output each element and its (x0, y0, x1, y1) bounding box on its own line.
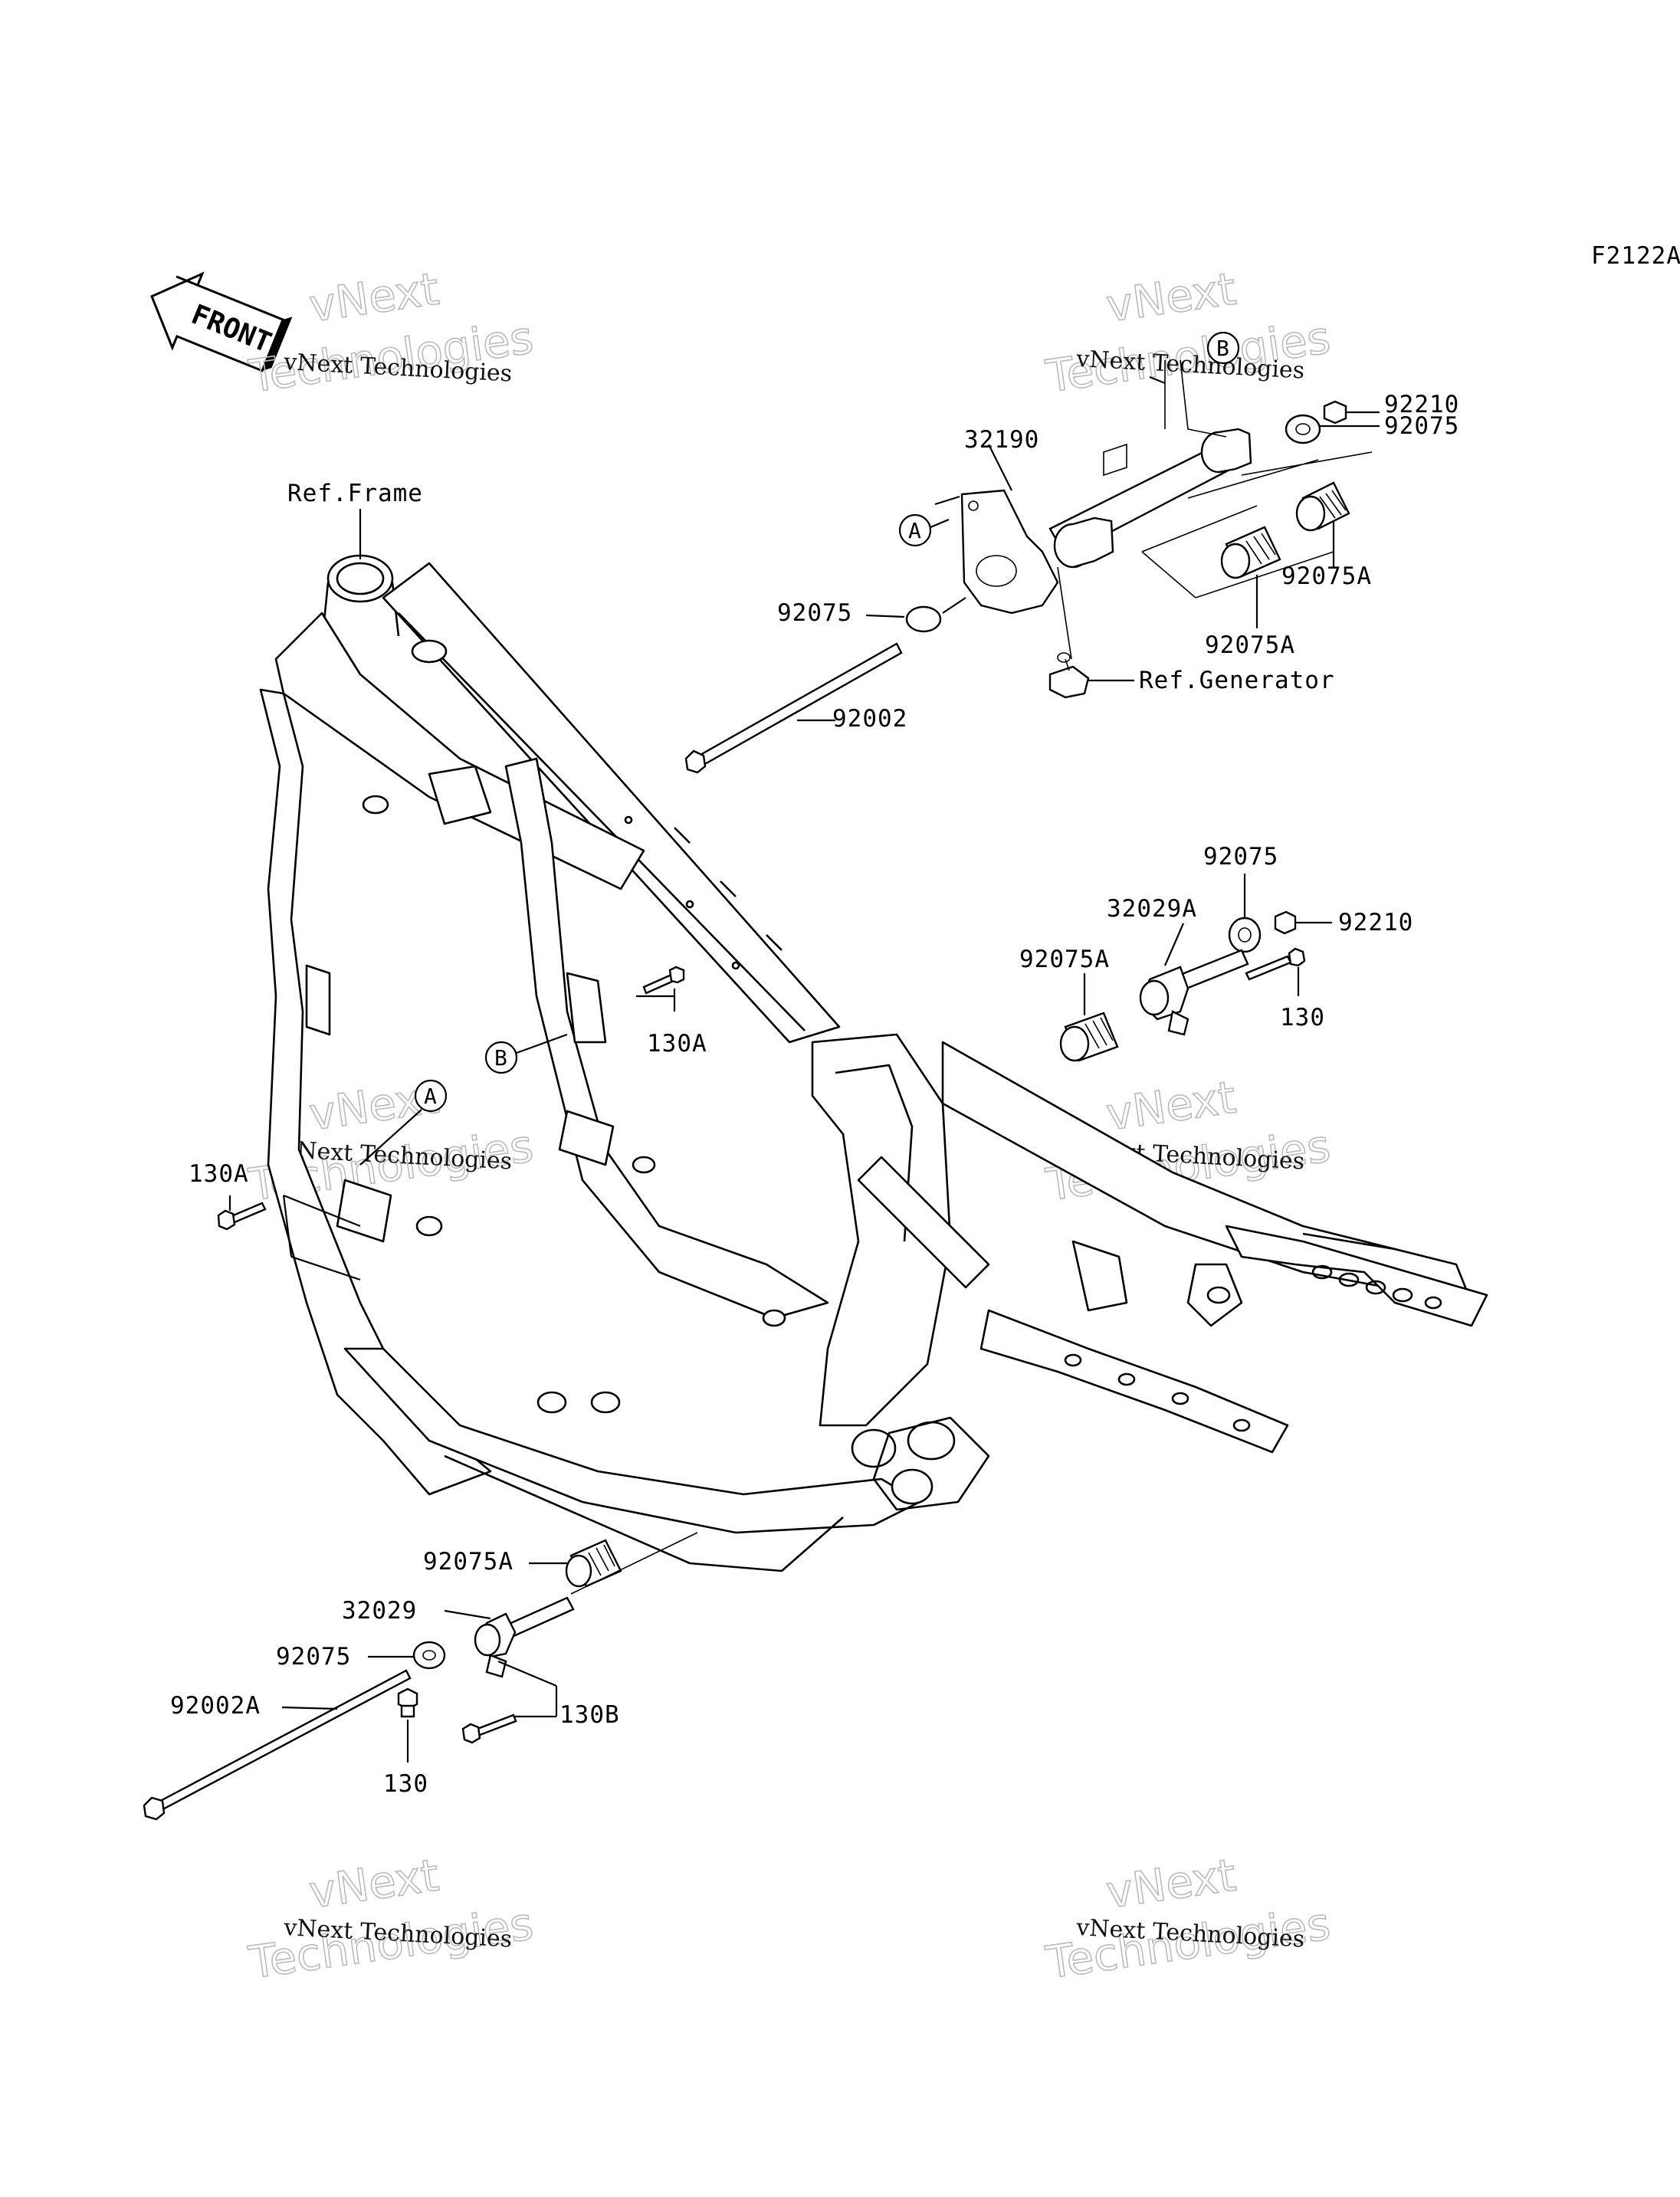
svg-text:vNext: vNext (1103, 1849, 1239, 1919)
callout-a-left: A (359, 1079, 448, 1166)
label-130A-mid: 130A (647, 1030, 707, 1058)
label-92210-mid: 92210 (1338, 909, 1413, 936)
label-92075-top-left: 92075 (777, 599, 852, 627)
rubber-bushing-icon (1295, 481, 1350, 532)
bolt-130A-mid (642, 966, 685, 995)
bolt-130A-left (217, 1202, 267, 1231)
callout-b-mid: B (484, 1033, 568, 1074)
label-92210-top: 92210 (1384, 391, 1459, 418)
label-92075-mid: 92075 (1203, 843, 1278, 871)
watermark-bottom-left: vNext Technologies (245, 1848, 537, 1989)
motorcycle-frame (259, 554, 1488, 1572)
svg-text:vNext: vNext (1103, 1071, 1239, 1141)
watermark-bottom-right: vNext Technologies (1042, 1848, 1334, 1989)
label-92002A: 92002A (170, 1692, 261, 1720)
svg-text:vNext: vNext (306, 263, 441, 333)
callout-b-top: B (1206, 331, 1240, 365)
svg-text:A: A (908, 518, 921, 543)
label-130B: 130B (559, 1701, 620, 1729)
leader-lines-left (228, 1194, 361, 1281)
bottom-engine-mount-32029 (143, 1532, 698, 1821)
rubber-bushing-icon (1220, 526, 1281, 579)
figure-code: F2122A (1591, 242, 1680, 270)
label-ref-generator: Ref.Generator (1139, 667, 1335, 694)
svg-text:vNext: vNext (1103, 263, 1239, 333)
leader-lines-top (797, 375, 1380, 722)
rubber-bushing-icon (1059, 1012, 1119, 1062)
label-92075A-bottom: 92075A (423, 1548, 514, 1576)
label-130-mid: 130 (1280, 1004, 1325, 1031)
top-engine-mount-32190 (684, 359, 1373, 774)
label-32029: 32029 (342, 1597, 417, 1625)
label-92075A-top-mid: 92075A (1205, 631, 1295, 659)
svg-text:B: B (1216, 336, 1229, 361)
label-32190: 32190 (964, 426, 1039, 454)
label-92075-bottom: 92075 (276, 1643, 351, 1671)
callout-a-top: A (898, 513, 950, 547)
svg-text:B: B (494, 1045, 507, 1071)
svg-text:A: A (424, 1084, 437, 1109)
label-130-bottom: 130 (383, 1770, 428, 1798)
label-92075A-top-right: 92075A (1281, 562, 1372, 590)
label-130A-left: 130A (189, 1160, 249, 1188)
leader-lines-bottom (281, 1562, 567, 1763)
label-92002: 92002 (832, 705, 907, 733)
label-92075-top-right: 92075 (1384, 412, 1459, 440)
label-92075A-mid: 92075A (1019, 946, 1110, 973)
leader-lines-mid (636, 874, 1332, 1015)
label-ref-frame: Ref.Frame (287, 480, 423, 507)
rubber-bushing-icon (565, 1539, 622, 1588)
label-32029A: 32029A (1107, 895, 1197, 923)
svg-text:vNext: vNext (306, 1849, 441, 1919)
mid-engine-mount-32029A (1059, 910, 1306, 1062)
